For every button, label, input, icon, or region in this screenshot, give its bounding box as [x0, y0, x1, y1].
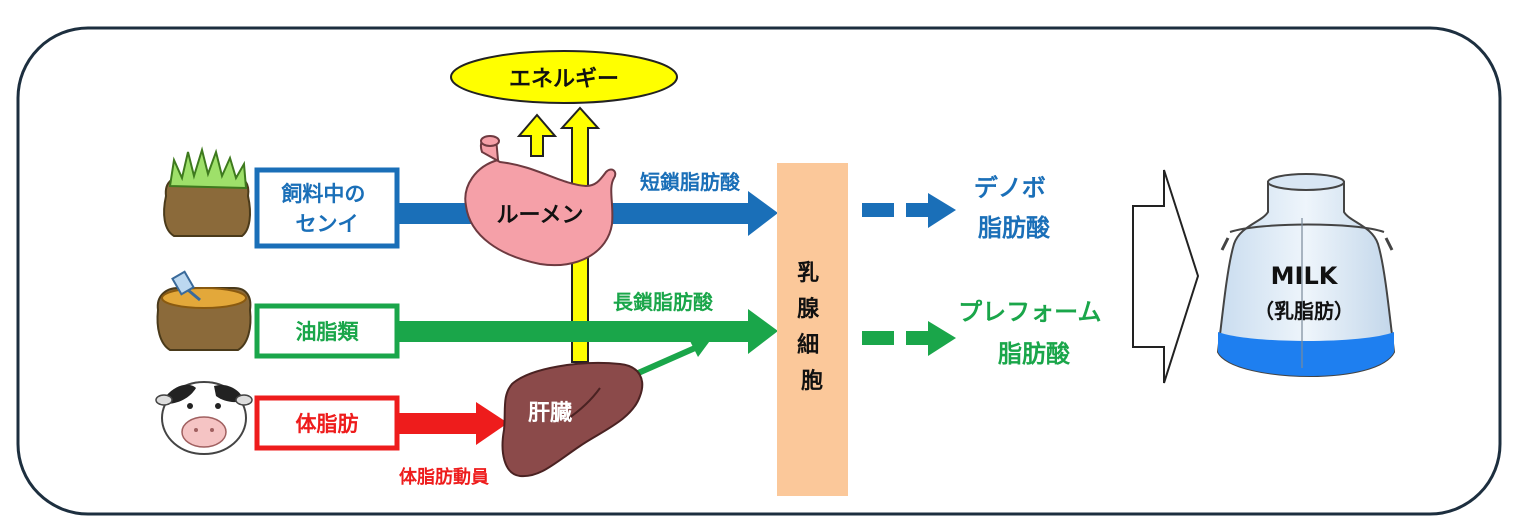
cow-icon [155, 381, 253, 455]
short-chain-arrowhead [748, 191, 778, 236]
fiber-box [254, 167, 400, 249]
oil-label: 油脂類 [296, 320, 360, 344]
oil-flow-bar [398, 321, 750, 342]
bodyfat-flow-bar [398, 413, 478, 434]
rumen-label: ルーメン [496, 203, 583, 228]
gland-label: 乳 腺 細 胞 [797, 260, 827, 394]
grain-sack-icon [156, 270, 252, 351]
denovo-dashed-arrow [862, 193, 956, 228]
liver-label: 肝臓 [528, 401, 572, 426]
milk-title: MILK [1271, 262, 1339, 290]
fiber-to-rumen-bar [398, 203, 478, 224]
diagram-frame [16, 26, 1502, 516]
liver-to-gland-line [634, 345, 697, 377]
bodyfat-label: 体脂肪 [296, 412, 359, 436]
mammary-gland-column [777, 163, 848, 496]
fiber-label: 飼料中の センイ [280, 182, 372, 236]
energy-ellipse [450, 50, 678, 104]
grass-sack-icon [163, 146, 251, 237]
result-chevron-arrow [1132, 169, 1200, 384]
milk-subtitle: （乳脂肪） [1254, 299, 1354, 323]
short-chain-bar [600, 203, 750, 224]
bodyfat-box [254, 395, 400, 451]
mobilization-label: 体脂肪動員 [399, 466, 489, 488]
liver-line-arrowhead [688, 337, 712, 357]
long-chain-label: 長鎖脂肪酸 [613, 290, 714, 314]
energy-label: エネルギー [509, 67, 619, 92]
short-chain-label: 短鎖脂肪酸 [640, 170, 741, 194]
oil-box [254, 303, 400, 359]
long-chain-arrowhead [748, 309, 778, 354]
rumen-icon [464, 135, 617, 267]
preformed-dashed-arrow [862, 321, 956, 356]
milk-can-icon [1216, 173, 1396, 378]
bodyfat-arrowhead [476, 402, 508, 445]
denovo-label: デノボ 脂肪酸 [974, 174, 1054, 242]
liver-icon [501, 361, 644, 478]
energy-arrow-small [516, 113, 558, 157]
preformed-label: プレフォーム 脂肪酸 [958, 298, 1110, 368]
